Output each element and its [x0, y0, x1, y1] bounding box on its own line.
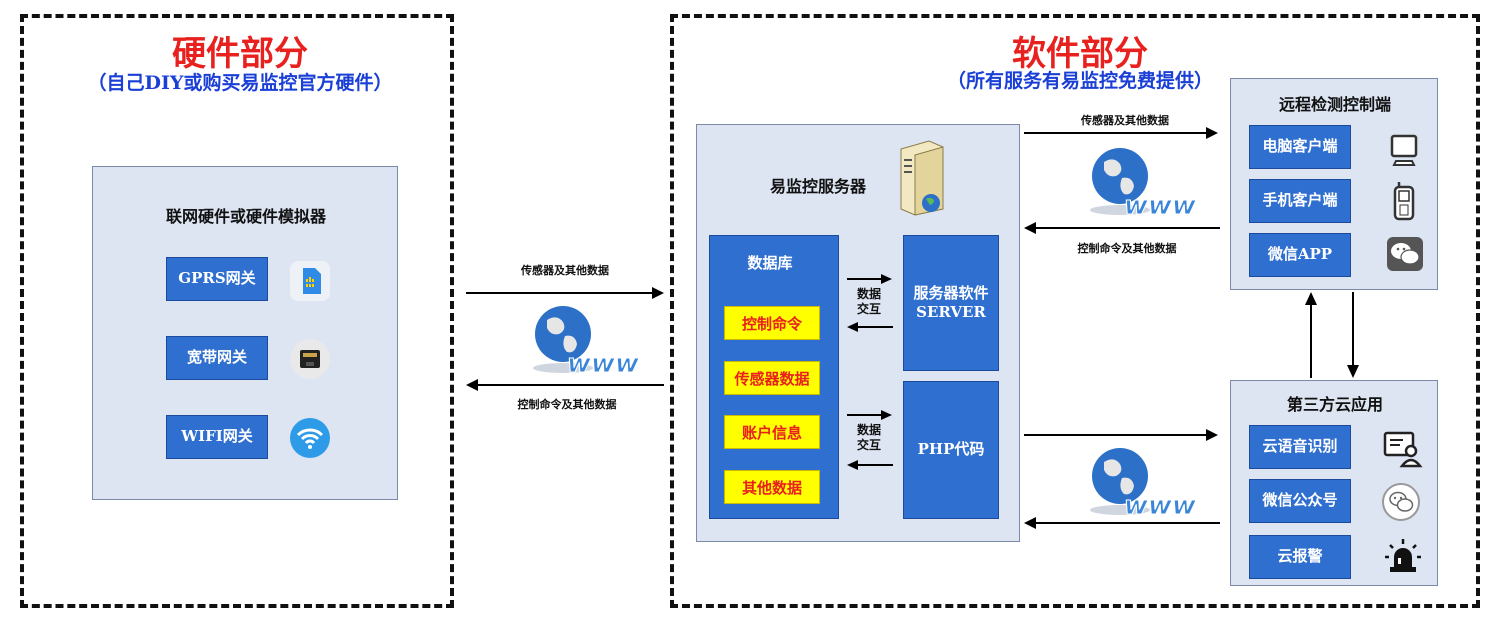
hardware-subtitle: （自己DIY或购买易监控官方硬件） — [87, 72, 393, 94]
sim-card-icon — [289, 260, 331, 306]
globe-www-icon-upper: www — [1082, 144, 1198, 226]
db-item-other-data: 其他数据 — [724, 470, 820, 504]
exchange-label-upper-text: 数据 交互 — [856, 287, 881, 316]
vertical-arrow-up — [1305, 292, 1317, 378]
server-icon — [895, 139, 947, 221]
exchange-label-lower: 数据 交互 — [849, 423, 889, 453]
voice-recognition-icon — [1383, 431, 1423, 471]
globe-www-icon: www — [525, 302, 641, 384]
server-panel: 易监控服务器 数据库 控制命令 传感器数据 账户信息 其他数据 数据 交互 — [696, 124, 1020, 542]
alarm-light-icon — [1383, 537, 1423, 579]
wifi-icon — [289, 417, 331, 463]
db-item-account-info: 账户信息 — [724, 415, 820, 449]
middle-control-data-label: 控制命令及其他数据 — [517, 398, 617, 411]
exchange-arrow-right-upper — [847, 274, 892, 284]
software-title: 软件部分 — [1012, 34, 1148, 74]
computer-icon — [1387, 133, 1421, 171]
exchange-label-lower-text: 数据 交互 — [856, 423, 881, 452]
right-arrow-to-remote — [1024, 127, 1218, 139]
cloud-item-voice: 云语音识别 — [1249, 425, 1351, 469]
exchange-label-upper: 数据 交互 — [849, 287, 889, 317]
gateway-gprs-box: GPRS网关 — [166, 257, 268, 301]
php-code-box: PHP代码 — [903, 381, 999, 519]
remote-item-wechat-app: 微信APP — [1249, 233, 1351, 277]
middle-sensor-data-label: 传感器及其他数据 — [521, 264, 609, 277]
remote-title: 远程检测控制端 — [1278, 95, 1391, 114]
remote-item-mobile-client: 手机客户端 — [1249, 179, 1351, 223]
globe-www-icon-lower: www — [1082, 444, 1198, 526]
database-box: 数据库 控制命令 传感器数据 账户信息 其他数据 — [709, 235, 839, 519]
svg-text:www: www — [567, 349, 640, 379]
right-sensor-data-label: 传感器及其他数据 — [1081, 114, 1169, 127]
server-software-label: 服务器软件 SERVER — [913, 283, 989, 322]
svg-text:www: www — [1124, 191, 1197, 221]
gateway-broadband-box: 宽带网关 — [166, 336, 268, 380]
server-software-box: 服务器软件 SERVER — [903, 235, 999, 371]
mobile-phone-icon — [1391, 181, 1417, 225]
cloud-item-wechat-official: 微信公众号 — [1249, 479, 1351, 523]
cloud-item-alarm: 云报警 — [1249, 535, 1351, 579]
hardware-panel-title: 联网硬件或硬件模拟器 — [165, 207, 326, 226]
right-arrow-from-remote — [1024, 222, 1220, 234]
right-arrow-from-cloud — [1024, 517, 1220, 529]
db-item-control-commands: 控制命令 — [724, 306, 820, 340]
cloud-panel: 第三方云应用 云语音识别 微信公众号 云报警 — [1230, 380, 1438, 586]
right-control-data-label: 控制命令及其他数据 — [1077, 242, 1177, 255]
middle-arrow-left — [466, 379, 664, 391]
wechat-icon — [1387, 237, 1423, 275]
exchange-arrow-left-lower — [847, 460, 893, 470]
software-section-frame — [670, 14, 1480, 608]
exchange-arrow-left-upper — [847, 322, 893, 332]
remote-item-pc-client: 电脑客户端 — [1249, 125, 1351, 169]
server-title: 易监控服务器 — [769, 177, 866, 196]
ethernet-port-icon — [289, 338, 331, 384]
svg-text:www: www — [1124, 491, 1197, 521]
hardware-section-frame — [20, 14, 454, 608]
db-item-sensor-data: 传感器数据 — [724, 361, 820, 395]
software-subtitle: （所有服务有易监控免费提供） — [946, 70, 1213, 92]
exchange-arrow-right-lower — [847, 410, 892, 420]
vertical-arrow-down — [1347, 292, 1359, 378]
gateway-wifi-box: WIFI网关 — [166, 415, 268, 459]
hardware-title: 硬件部分 — [172, 34, 308, 74]
hardware-panel: 联网硬件或硬件模拟器 GPRS网关 宽带网关 WIFI网关 — [92, 166, 398, 500]
right-arrow-to-cloud — [1024, 429, 1218, 441]
database-label: 数据库 — [747, 254, 793, 272]
wechat-official-icon — [1381, 483, 1421, 525]
cloud-title: 第三方云应用 — [1286, 395, 1383, 414]
middle-arrow-right — [466, 287, 664, 299]
remote-panel: 远程检测控制端 电脑客户端 手机客户端 微信APP — [1230, 78, 1438, 290]
